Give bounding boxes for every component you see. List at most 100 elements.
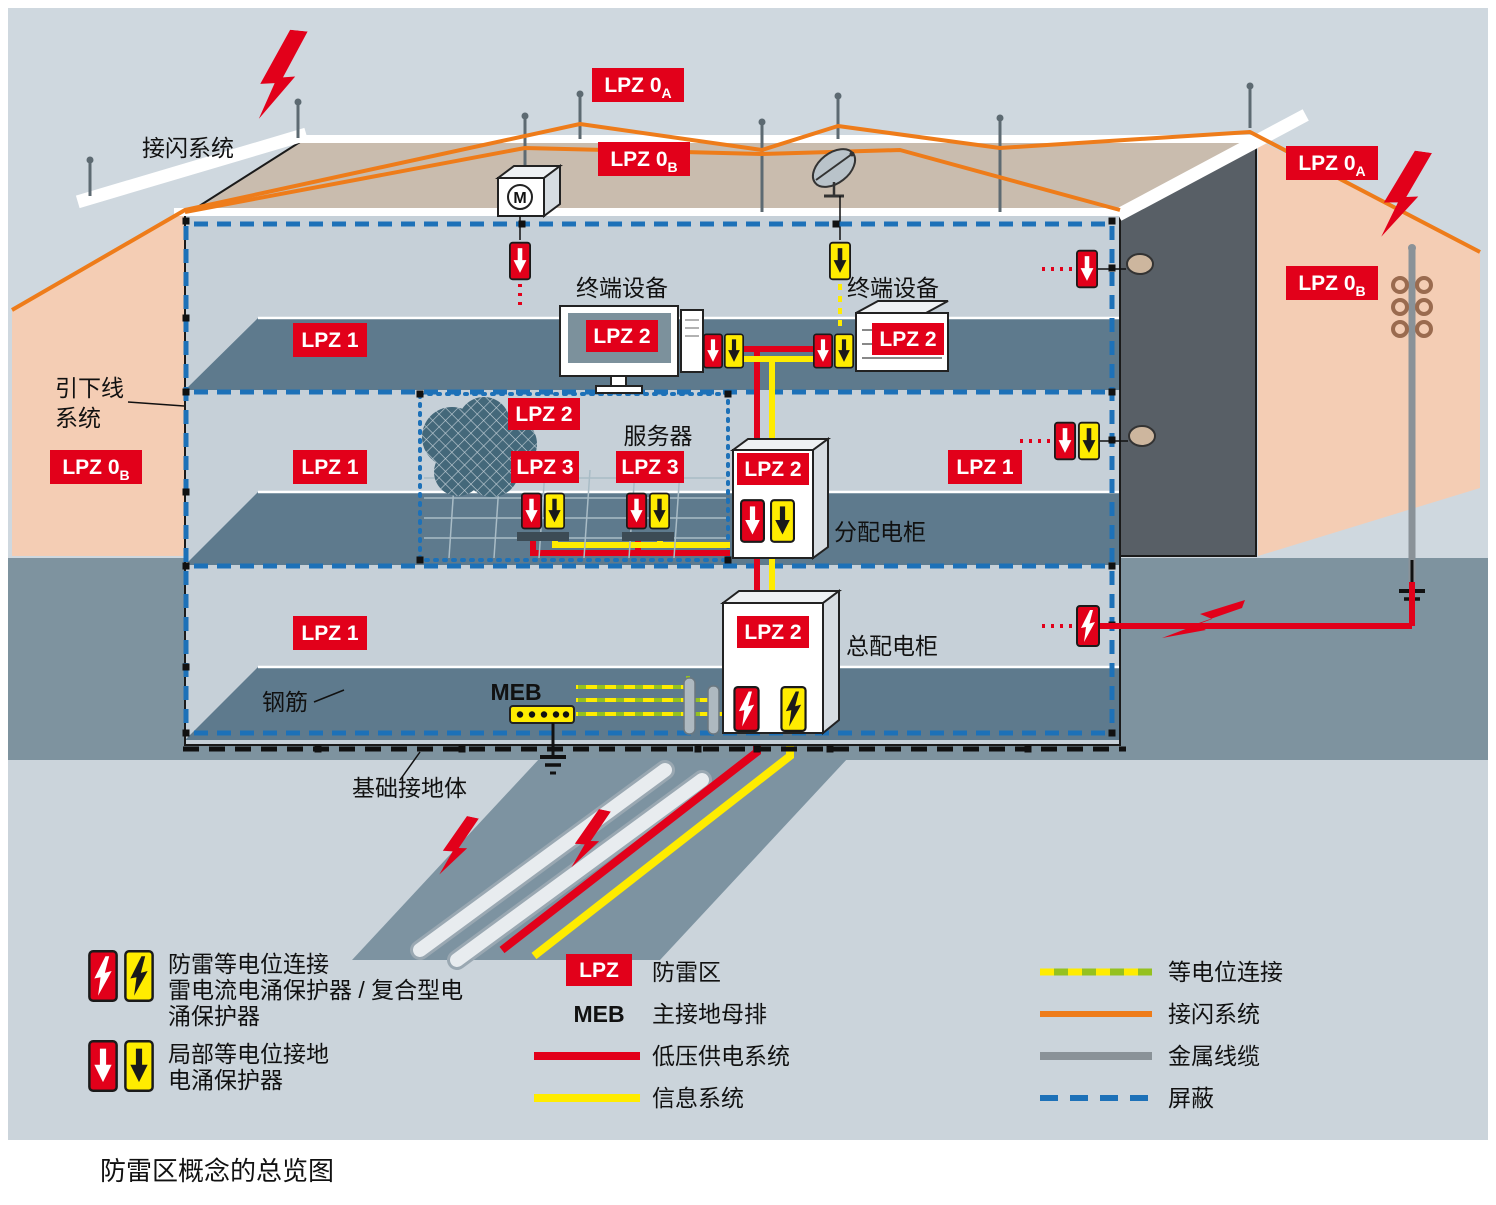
spd-red-bolt-icon [733, 686, 760, 732]
spd-red-arrow-icon [509, 241, 531, 281]
badge-lpz0b-roof: LPZ 0B [598, 142, 690, 176]
label-server: 服务器 [624, 423, 693, 449]
badge-lpz2-dist-cabinet: LPZ 2 [737, 453, 809, 485]
svg-text:LPZ 1: LPZ 1 [301, 456, 358, 479]
badge-lpz0b-right: LPZ 0B [1286, 266, 1378, 300]
spd-red-arrow-icon [703, 333, 723, 369]
zone-badges: LPZ 0A LPZ 0B LPZ 0A LPZ 0B LPZ 0B LPZ 1… [50, 68, 1378, 650]
svg-text:LPZ 2: LPZ 2 [879, 328, 936, 351]
spd-red-arrow-icon [626, 492, 647, 530]
label-terminal-right: 终端设备 [847, 275, 939, 301]
wall-spd-middle [1020, 421, 1156, 461]
server-rack-1 [517, 492, 569, 541]
badge-lpz1-floor1: LPZ 1 [293, 323, 367, 357]
svg-text:LPZ 0A: LPZ 0A [1298, 152, 1365, 179]
badge-lpz2-monitor: LPZ 2 [586, 320, 658, 352]
badge-lpz1-right: LPZ 1 [948, 450, 1022, 484]
svg-text:LPZ 1: LPZ 1 [956, 456, 1013, 479]
badge-lpz0a-right: LPZ 0A [1286, 146, 1378, 180]
motor-symbol [507, 184, 533, 210]
label-distribution-cabinet: 分配电柜 [834, 519, 926, 545]
legend-bonding-spd-2: 雷电流电涌保护器 / 复合型电 [168, 977, 463, 1003]
lightning-current-arrow [1162, 600, 1245, 638]
insulators [1391, 276, 1433, 338]
spd-red-arrow-icon [1076, 249, 1098, 289]
caption: 防雷区概念的总览图 [100, 1156, 334, 1186]
spd-yellow-arrow-icon [1078, 421, 1100, 461]
spd-yellow-arrow-icon [770, 499, 795, 543]
server-room [422, 397, 726, 559]
svg-text:LPZ 2: LPZ 2 [744, 621, 801, 644]
label-meb: MEB [490, 679, 541, 705]
legend-info-desc: 信息系统 [652, 1085, 744, 1111]
satellite-dish [811, 148, 857, 330]
foundation-earth-line [183, 746, 1126, 781]
badge-lpz0a-top: LPZ 0A [592, 68, 684, 102]
spd-red-bolt-icon [1076, 604, 1100, 648]
server-rack-2 [622, 492, 674, 541]
badge-lpz2-printer: LPZ 2 [872, 323, 944, 355]
label-down-conductor-1: 引下线 [55, 375, 124, 401]
legend-lpz-badge: LPZ [566, 954, 632, 986]
metal-riser-pipe [683, 677, 696, 735]
svg-text:LPZ 0B: LPZ 0B [610, 148, 677, 175]
spd-red-arrow-icon [813, 333, 833, 369]
server-room-shield [418, 392, 730, 562]
shielded-cloud [422, 397, 537, 497]
metal-riser-pipe [707, 685, 720, 735]
spd-yellow-arrow-icon [724, 333, 744, 369]
svg-text:LPZ 2: LPZ 2 [515, 403, 572, 426]
label-foundation-earth: 基础接地体 [352, 775, 467, 801]
main-distribution-cabinet [720, 589, 842, 736]
svg-text:LPZ: LPZ [579, 959, 619, 982]
svg-text:LPZ 3: LPZ 3 [621, 456, 678, 479]
conduit-elbow [1128, 425, 1156, 447]
side-wall [1120, 142, 1256, 556]
legend: 防雷等电位连接 雷电流电涌保护器 / 复合型电 涌保护器 局部等电位接地 电涌保… [88, 950, 1283, 1111]
badge-lpz1-floor3: LPZ 1 [293, 616, 367, 650]
spd-yellow-bolt-icon [780, 686, 807, 732]
label-down-conductor-2: 系统 [55, 405, 101, 431]
legend-air-termination-desc: 接闪系统 [1168, 1001, 1260, 1027]
label-rebar: 钢筋 [262, 689, 308, 715]
svg-text:LPZ 0A: LPZ 0A [604, 74, 671, 101]
spd-red-arrow-icon [740, 499, 765, 543]
legend-spd-red-bolt-icon [88, 950, 118, 1002]
wall-spd-service-entry [1042, 582, 1415, 648]
legend-spd-yellow-arrow-icon [124, 1040, 154, 1092]
legend-spd-red-arrow-icon [88, 1040, 118, 1092]
legend-local-spd-2: 电涌保护器 [168, 1067, 283, 1093]
legend-equipotential-desc: 等电位连接 [1168, 959, 1283, 985]
label-terminal-left: 终端设备 [576, 275, 668, 301]
legend-metal-cable-desc: 金属线缆 [1168, 1043, 1260, 1069]
label-air-termination: 接闪系统 [142, 135, 234, 161]
diagram-labels: 接闪系统 引下线 系统 终端设备 终端设备 服务器 分配电柜 总配电柜 钢筋 M… [55, 135, 939, 801]
badge-lpz0b-left: LPZ 0B [50, 450, 142, 484]
overhead-line-pole [1391, 244, 1433, 609]
legend-bonding-spd-3: 涌保护器 [168, 1003, 260, 1029]
badge-lpz2-server-room: LPZ 2 [508, 398, 580, 430]
svg-text:LPZ 0B: LPZ 0B [62, 456, 129, 483]
svg-text:LPZ 0B: LPZ 0B [1298, 272, 1365, 299]
svg-text:LPZ 3: LPZ 3 [516, 456, 573, 479]
legend-lpz-desc: 防雷区 [652, 959, 721, 985]
legend-bonding-spd-1: 防雷等电位连接 [168, 951, 329, 977]
motor-letter: M [513, 190, 526, 207]
legend-spd-yellow-bolt-icon [124, 950, 154, 1002]
svg-text:LPZ 2: LPZ 2 [593, 325, 650, 348]
badge-lpz1-floor2: LPZ 1 [293, 450, 367, 484]
metal-pipe [450, 773, 709, 967]
legend-meb-desc: 主接地母排 [652, 1001, 767, 1027]
legend-meb: MEB [573, 1001, 624, 1027]
label-main-cabinet: 总配电柜 [846, 633, 938, 659]
air-termination-rods [86, 82, 1254, 212]
metal-pipe [413, 763, 672, 957]
svg-text:LPZ 1: LPZ 1 [301, 622, 358, 645]
meb-assembly [509, 676, 722, 775]
badge-lpz2-main-cabinet: LPZ 2 [737, 616, 809, 648]
spd-yellow-arrow-icon [544, 492, 565, 530]
conduit-elbow [1126, 253, 1154, 275]
legend-local-spd-1: 局部等电位接地 [168, 1041, 329, 1067]
